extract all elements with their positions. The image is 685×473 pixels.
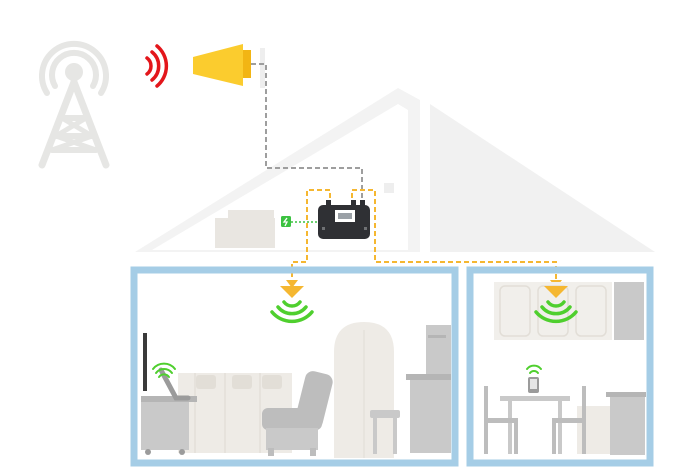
kitchen-frame bbox=[466, 266, 654, 467]
wall-cabinet bbox=[614, 282, 644, 340]
room-walls bbox=[130, 266, 654, 467]
dining-table bbox=[500, 396, 570, 454]
power-supply-icon bbox=[281, 216, 318, 227]
dome-antenna-icon bbox=[270, 286, 314, 324]
signal-booster-unit bbox=[318, 200, 370, 239]
roof-vent bbox=[384, 183, 394, 193]
tall-cabinet bbox=[406, 325, 451, 453]
armchair bbox=[262, 371, 333, 456]
kitchen bbox=[484, 282, 646, 455]
outdoor-cable bbox=[251, 63, 363, 206]
yagi-antenna-icon bbox=[193, 44, 265, 88]
attic-box-top bbox=[228, 210, 274, 220]
stool bbox=[370, 410, 400, 454]
phone-icon bbox=[528, 377, 539, 393]
dining-chair-right bbox=[552, 386, 586, 454]
cable-arrow-left bbox=[286, 280, 298, 288]
phone-signal-icon bbox=[526, 364, 542, 374]
tv bbox=[143, 333, 147, 391]
indoor-cables bbox=[291, 189, 557, 282]
signal-waves-icon bbox=[145, 44, 169, 88]
living-room bbox=[141, 322, 451, 458]
device-signal-icon bbox=[152, 362, 176, 378]
roof-right bbox=[430, 104, 655, 252]
dome-antenna-icon bbox=[534, 286, 578, 324]
desk bbox=[141, 400, 189, 450]
cell-tower-icon bbox=[38, 40, 110, 169]
attic-box bbox=[215, 218, 275, 248]
house-roof bbox=[135, 88, 655, 252]
dining-chair-left bbox=[484, 386, 518, 454]
